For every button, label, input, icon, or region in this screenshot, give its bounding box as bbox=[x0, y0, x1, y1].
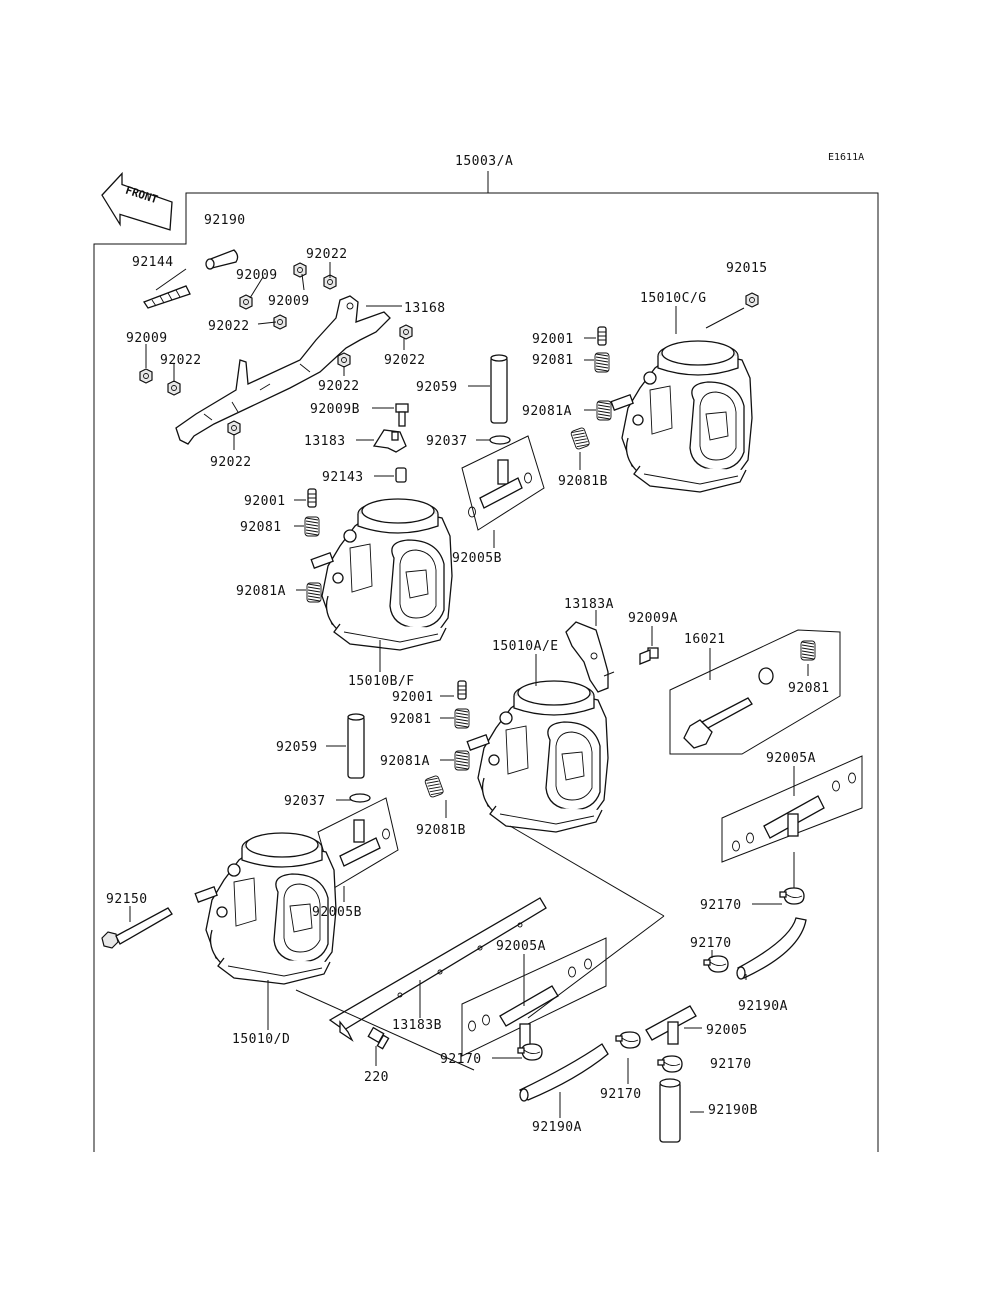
callout-label: 13183 bbox=[304, 434, 346, 449]
callout-label: 92009A bbox=[628, 611, 678, 626]
callout-label: 92143 bbox=[322, 470, 364, 485]
callout-label: 92022 bbox=[384, 353, 426, 368]
bracket-13183 bbox=[372, 429, 407, 453]
carburetor-15010cg bbox=[610, 340, 753, 493]
callout-label: 92009 bbox=[268, 294, 310, 309]
throttle-cable-bracket bbox=[175, 295, 391, 445]
callout-label: 92022 bbox=[318, 379, 360, 394]
front-arrow-icon: FRONT bbox=[101, 171, 173, 231]
tee-fitting-92005b-lower bbox=[317, 793, 399, 889]
callout-label: 92022 bbox=[306, 247, 348, 262]
carburetor-15010ae bbox=[466, 680, 609, 833]
callout-label: 92009B bbox=[310, 402, 360, 417]
carburetor-15010bf bbox=[310, 498, 453, 651]
callout-label: 220 bbox=[364, 1070, 389, 1085]
callout-label: 92081A bbox=[236, 584, 286, 599]
callout-label: 15010/D bbox=[232, 1032, 290, 1047]
callout-label: 92170 bbox=[690, 936, 732, 951]
callout-label: 92081B bbox=[416, 823, 466, 838]
callout-label: 92037 bbox=[284, 794, 326, 809]
callout-label: 15010C/G bbox=[640, 291, 707, 306]
callout-label: 92009 bbox=[126, 331, 168, 346]
callout-label: 92001 bbox=[244, 494, 286, 509]
callout-label: 92170 bbox=[700, 898, 742, 913]
callout-label: 15010B/F bbox=[348, 674, 415, 689]
assembly-label: 15003/A bbox=[455, 154, 513, 169]
tee-fitting-92005b-upper bbox=[461, 435, 545, 531]
callout-label: 92081 bbox=[532, 353, 574, 368]
screw-spring-92144 bbox=[143, 285, 191, 309]
tee-fitting-92005a-upper bbox=[721, 755, 863, 863]
callout-label: 16021 bbox=[684, 632, 726, 647]
screw-220 bbox=[367, 1026, 390, 1050]
callout-label: 92022 bbox=[160, 353, 202, 368]
callout-label: 92005 bbox=[706, 1023, 748, 1038]
callout-label: 15010A/E bbox=[492, 639, 559, 654]
pin-92143 bbox=[395, 467, 407, 483]
callout-label: 92037 bbox=[426, 434, 468, 449]
callout-label: 92001 bbox=[532, 332, 574, 347]
callout-label: 92081 bbox=[390, 712, 432, 727]
hose-92190b bbox=[659, 1078, 681, 1143]
hose-92059-lower bbox=[347, 713, 365, 779]
callout-label: 92081B bbox=[558, 474, 608, 489]
callout-label: 92190B bbox=[708, 1103, 758, 1118]
callout-label: 92190A bbox=[532, 1120, 582, 1135]
callout-label: 92081A bbox=[380, 754, 430, 769]
assembly-frame bbox=[93, 192, 879, 1152]
callout-label: 92059 bbox=[416, 380, 458, 395]
hose-short-92190 bbox=[205, 249, 239, 270]
linkage-plate-13183b bbox=[328, 897, 547, 1042]
diagram-code: E1611A bbox=[828, 152, 864, 163]
callout-label: 92059 bbox=[276, 740, 318, 755]
leader-lines bbox=[129, 262, 809, 1118]
callout-label: 92081A bbox=[522, 404, 572, 419]
callout-label: 92005B bbox=[312, 905, 362, 920]
callout-label: 92150 bbox=[106, 892, 148, 907]
bolt-92150 bbox=[101, 907, 173, 949]
callout-label: 92144 bbox=[132, 255, 174, 270]
callout-label: 13168 bbox=[404, 301, 446, 316]
callout-label: 92005A bbox=[766, 751, 816, 766]
callout-label: 92009 bbox=[236, 268, 278, 283]
callout-label: 92005A bbox=[496, 939, 546, 954]
hose-92190a-right bbox=[736, 917, 807, 980]
tee-fitting-92005 bbox=[645, 1005, 697, 1045]
callout-label: 92022 bbox=[210, 455, 252, 470]
callout-label: 92170 bbox=[440, 1052, 482, 1067]
callout-label: 92015 bbox=[726, 261, 768, 276]
callout-label: 13183A bbox=[564, 597, 614, 612]
callout-label: 92170 bbox=[710, 1057, 752, 1072]
callout-label: 13183B bbox=[392, 1018, 442, 1033]
tee-fitting-92005a-lower bbox=[461, 937, 607, 1057]
starter-plunger-16021 bbox=[669, 629, 841, 755]
screw-92009a bbox=[639, 647, 659, 665]
callout-label: 92190A bbox=[738, 999, 788, 1014]
hose-92059-upper bbox=[490, 354, 508, 424]
screw-92009b bbox=[395, 403, 409, 427]
callout-label: 92081 bbox=[240, 520, 282, 535]
callout-label: 92005B bbox=[452, 551, 502, 566]
callout-labels: 92190 92144 92009 92022 92009 13168 9202… bbox=[106, 213, 830, 1135]
callout-label: 92022 bbox=[208, 319, 250, 334]
callout-label: 92190 bbox=[204, 213, 246, 228]
callout-label: 92170 bbox=[600, 1087, 642, 1102]
hose-92190a-lower bbox=[518, 1043, 609, 1102]
bracket-13183a bbox=[565, 621, 609, 693]
callout-label: 92081 bbox=[788, 681, 830, 696]
callout-label: 92001 bbox=[392, 690, 434, 705]
